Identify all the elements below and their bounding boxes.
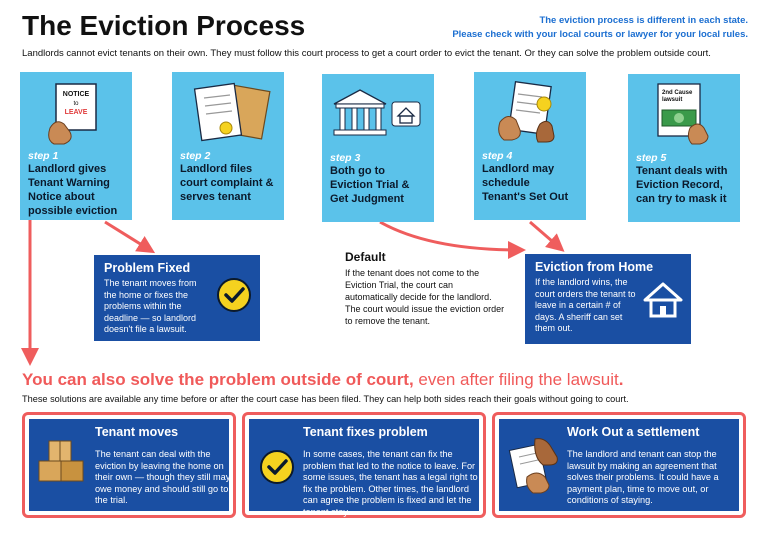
arrow-step1-to-fixed (104, 220, 156, 254)
sign-line-1: NOTICE (63, 91, 90, 98)
solution-3-body: The landlord and tenant can stop the law… (567, 449, 719, 505)
intro-text: Landlords cannot evict tenants on their … (22, 48, 711, 59)
step-5-card: 2nd Cause lawsuit step 5 Tenant deals wi… (628, 74, 740, 222)
step-1-number: step 1 (28, 150, 59, 162)
headline-bold: You can also solve the problem outside o… (22, 370, 414, 389)
step-5-illustration: 2nd Cause lawsuit (636, 80, 732, 150)
outside-court-headline: You can also solve the problem outside o… (22, 370, 624, 390)
courthouse-icon (333, 89, 421, 136)
headline-light: even after filing the lawsuit (413, 370, 619, 389)
solution-3-panel: Work Out a settlement The landlord and t… (499, 419, 739, 511)
house-icon (643, 282, 683, 318)
step-5-number: step 5 (636, 152, 667, 164)
solution-3-title: Work Out a settlement (567, 425, 700, 439)
checkmark-icon (260, 450, 294, 484)
step-5-text: Tenant deals with Eviction Record, can t… (636, 165, 728, 205)
solution-1-title: Tenant moves (95, 425, 179, 439)
notice-sign-icon: NOTICE to LEAVE (48, 83, 97, 145)
solution-tenant-moves: Tenant moves The tenant can deal with th… (22, 412, 236, 518)
page-title: The Eviction Process (22, 10, 306, 41)
eviction-box: Eviction from Home If the landlord wins,… (525, 254, 691, 344)
doc-line-1: 2nd Cause (662, 90, 693, 96)
moving-boxes-icon (38, 440, 84, 482)
solution-settlement: Work Out a settlement The landlord and t… (492, 412, 746, 518)
step-2-illustration (180, 78, 276, 148)
eviction-body: If the landlord wins, the court orders t… (535, 277, 636, 333)
step-4-card: step 4 Landlord may schedule Tenant's Se… (474, 72, 586, 220)
eviction-notice-icon (498, 80, 555, 143)
sign-line-3: LEAVE (65, 109, 88, 116)
step-2-number: step 2 (180, 150, 211, 162)
step-4-illustration (482, 78, 578, 148)
problem-fixed-title: Problem Fixed (104, 261, 191, 275)
step-2-card: step 2 Landlord files court complaint & … (172, 72, 284, 220)
doc-line-2: lawsuit (662, 97, 682, 103)
step-1-text: Landlord gives Tenant Warning Notice abo… (28, 163, 118, 217)
step-2-text: Landlord files court complaint & serves … (180, 163, 274, 203)
notice-line-2: Please check with your local courts or l… (452, 29, 748, 40)
solution-2-body: In some cases, the tenant can fix the pr… (303, 449, 478, 517)
step-1-card: NOTICE to LEAVE step 1 Landlord gives Te… (20, 72, 132, 220)
headline-dot: . (618, 370, 624, 389)
lawsuit-money-icon: 2nd Cause lawsuit (657, 83, 709, 145)
step-3-illustration (330, 80, 426, 150)
solution-2-panel: Tenant fixes problem In some cases, the … (249, 419, 479, 517)
default-block: Default If the tenant does not come to t… (345, 250, 505, 327)
step-1-illustration: NOTICE to LEAVE (28, 78, 124, 148)
default-body: If the tenant does not come to the Evict… (345, 268, 505, 326)
step-3-number: step 3 (330, 152, 361, 164)
state-notice: The eviction process is different in eac… (452, 14, 748, 42)
handshake-icon (508, 438, 558, 494)
checkmark-icon (217, 278, 251, 312)
solution-tenant-fixes: Tenant fixes problem In some cases, the … (242, 412, 486, 518)
step-3-card: step 3 Both go to Eviction Trial & Get J… (322, 74, 434, 222)
problem-fixed-body: The tenant moves from the home or fixes … (104, 278, 197, 334)
step-3-text: Both go to Eviction Trial & Get Judgment (330, 165, 410, 205)
arrow-step4-to-eviction (529, 220, 565, 252)
outside-court-subtext: These solutions are available any time b… (22, 394, 629, 404)
default-title: Default (345, 250, 386, 264)
notice-line-1: The eviction process is different in eac… (539, 15, 748, 26)
problem-fixed-box: Problem Fixed The tenant moves from the … (94, 255, 260, 341)
sign-line-2: to (73, 101, 79, 107)
step-4-number: step 4 (482, 150, 513, 162)
eviction-title: Eviction from Home (535, 260, 654, 274)
solution-1-body: The tenant can deal with the eviction by… (95, 449, 231, 505)
documents-envelope-icon (193, 82, 271, 142)
solution-1-panel: Tenant moves The tenant can deal with th… (29, 419, 231, 511)
arrow-step3-to-eviction (379, 220, 526, 259)
solution-2-title: Tenant fixes problem (303, 425, 428, 439)
step-4-text: Landlord may schedule Tenant's Set Out (482, 163, 569, 203)
